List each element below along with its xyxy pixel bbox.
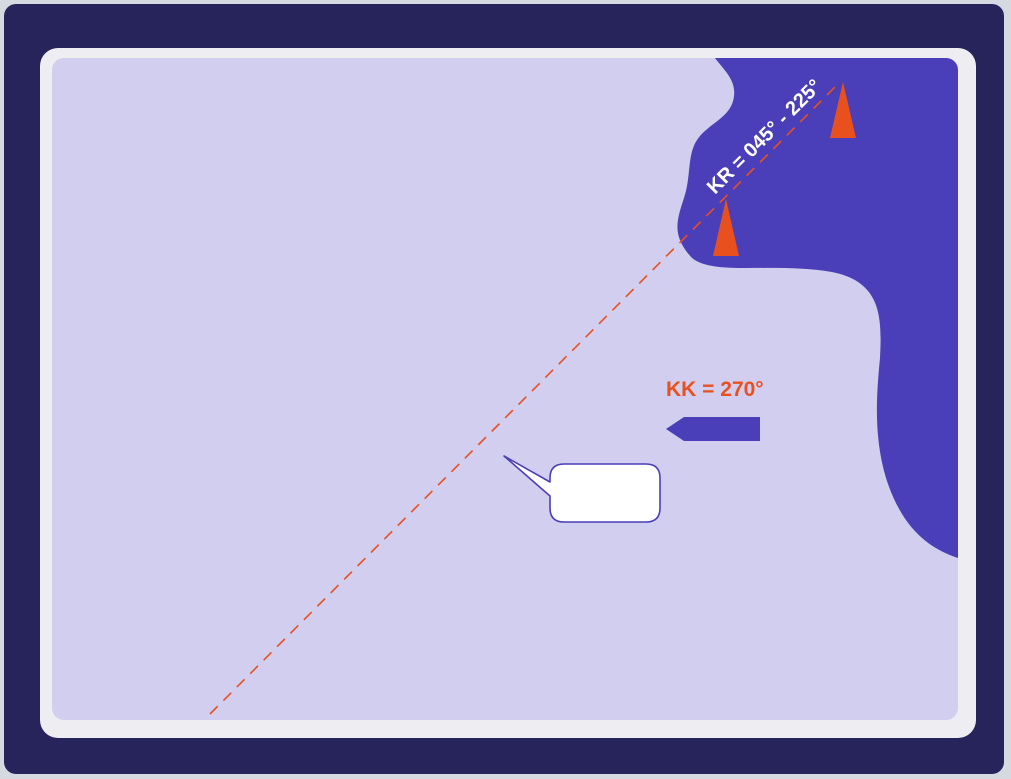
land-mass [677,58,958,558]
chart-area: KR = 045° - 225° KK = 270° [52,58,958,720]
nautical-diagram: KR = 045° - 225° KK = 270° [209,58,958,715]
leading-line [209,81,841,715]
rear-beacon [830,82,856,138]
front-beacon [713,199,739,256]
course-label: KK = 270° [666,378,764,401]
vessel-icon [666,417,760,441]
speech-bubble [503,455,661,523]
